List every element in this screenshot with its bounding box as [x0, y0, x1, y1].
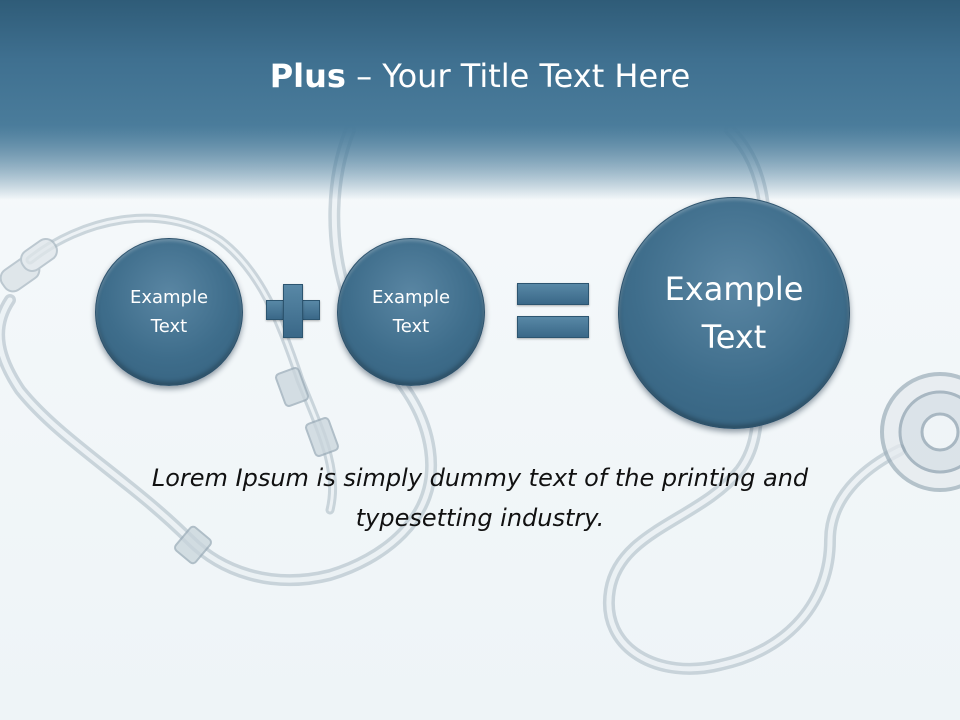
operand-circle-1: Example Text	[95, 238, 243, 386]
operand-2-label: Example Text	[371, 287, 451, 337]
title-band	[0, 0, 960, 200]
plus-icon-vertical	[283, 284, 303, 338]
equals-icon-top-bar	[517, 283, 589, 305]
operand-circle-2: Example Text	[337, 238, 485, 386]
title-rest: – Your Title Text Here	[345, 57, 691, 95]
caption-text: Lorem Ipsum is simply dummy text of the …	[151, 464, 809, 532]
slide-title: Plus – Your Title Text Here	[0, 52, 960, 100]
result-circle: Example Text	[618, 197, 850, 429]
operand-1-label: Example Text	[129, 287, 209, 337]
title-bold-word: Plus	[269, 57, 346, 95]
result-label: Example Text	[664, 270, 804, 356]
equals-icon-bottom-bar	[517, 316, 589, 338]
